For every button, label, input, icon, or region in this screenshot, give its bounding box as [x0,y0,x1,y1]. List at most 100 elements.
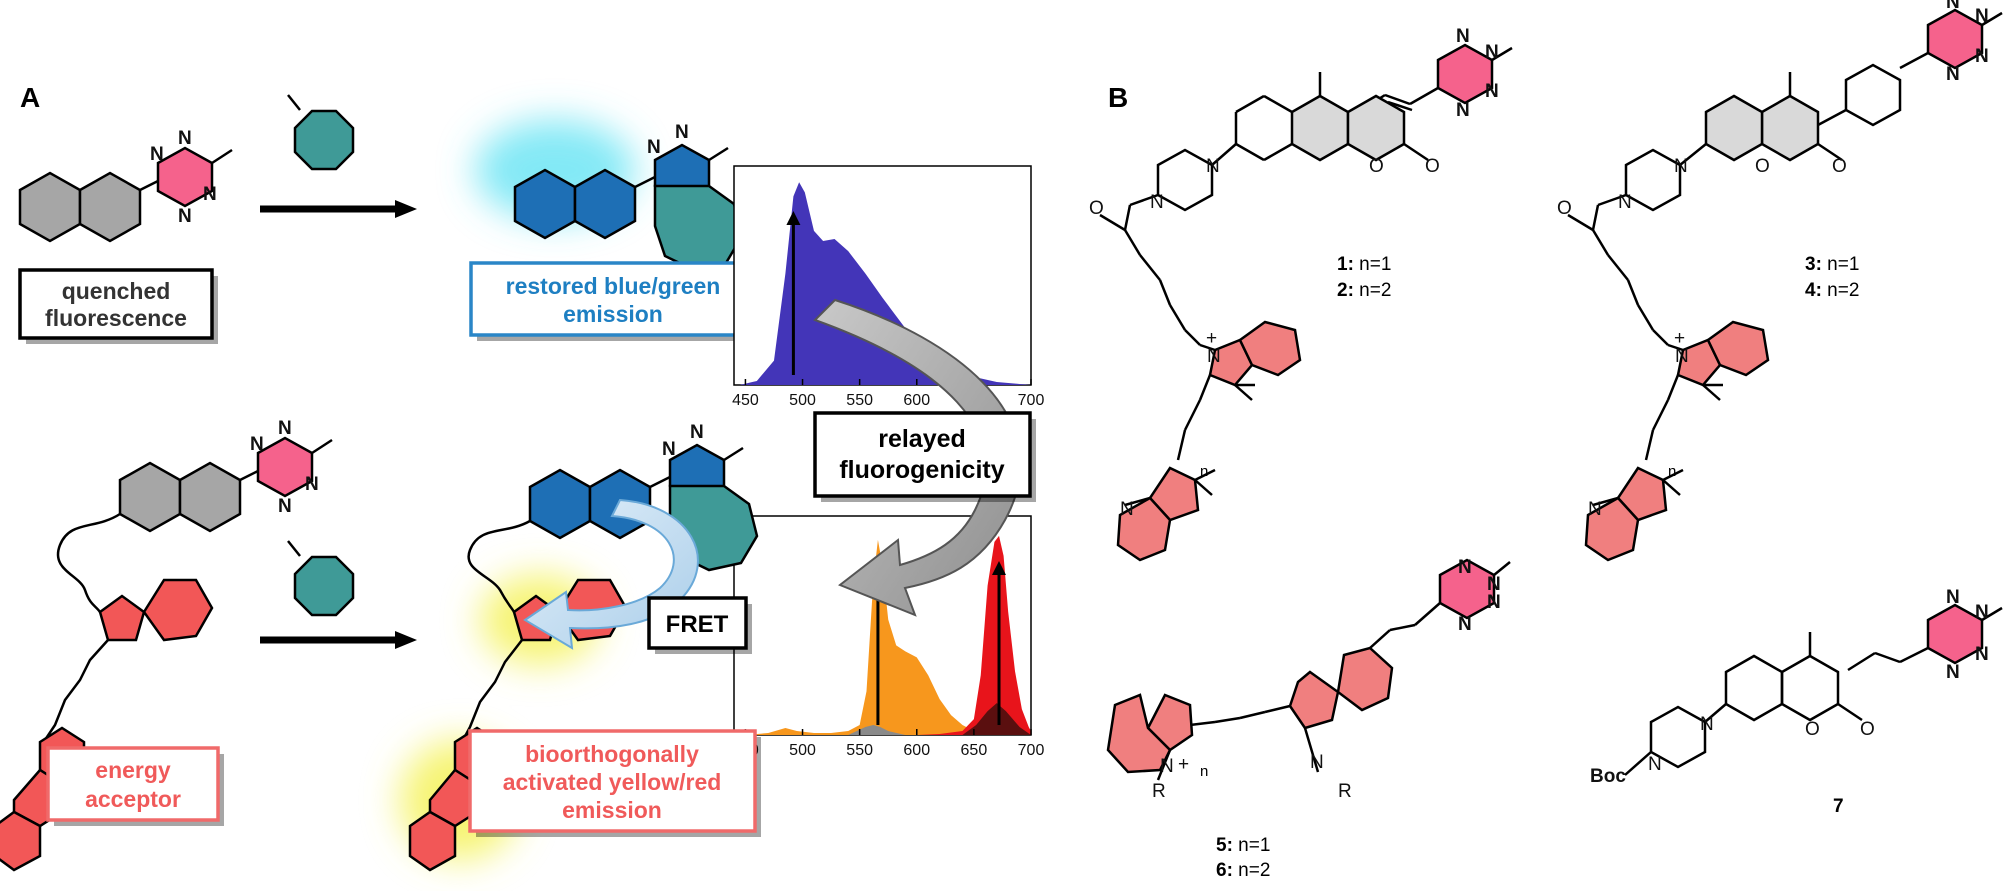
charge-plus: + [1674,328,1685,349]
tz-n: N [278,418,292,439]
tetrazine-1: N N N N [150,128,233,227]
cyclooctyne-2 [287,540,355,617]
compound-num: 1: [1337,254,1354,275]
tz-n: N [1946,587,1960,608]
compound-text: n=2 [1822,280,1860,301]
compound-5-6 [1106,558,1511,781]
pyridazine-n: N [662,439,676,460]
tz-n: N [1975,46,1989,67]
cyanine-1 [1116,320,1302,562]
compound-label-3: 3: n=1 [1805,254,1859,275]
tz-n: N [1975,644,1989,665]
spectrum-top: 450500550600650700 [732,165,1045,409]
reaction-arrowhead-2 [395,631,417,649]
x-tick-label: 450 [732,392,759,409]
acceptor-line1: energy [95,757,171,783]
fret-box: FRET [647,596,752,654]
cyclooctyne-1 [287,94,355,171]
restored-box: restored blue/green emission [469,261,762,341]
atom-n: N [1310,752,1324,773]
tz-n: N [1458,614,1472,635]
compound-num: 2: [1337,280,1354,301]
intensity-arrowhead [786,211,801,225]
charge-plus: + [1178,754,1189,775]
tz-n: N [1487,592,1501,613]
tz-n: N [305,474,319,495]
quenched-fluorophore [18,171,159,243]
atom-n: N [1618,192,1632,213]
restored-line1: restored blue/green [506,273,721,299]
atom-o: O [1755,156,1770,177]
compound-label-6: 6: n=2 [1216,860,1270,881]
cyanine-3 [1584,320,1770,562]
pyridazine-n: N [675,122,689,143]
quenched-line1: quenched [62,278,171,304]
tz-n: N [1485,81,1499,102]
compound-label-5: 5: n=1 [1216,835,1270,856]
fret-label: FRET [666,611,729,638]
repeat-n: n [1200,463,1208,480]
x-tick-label: 700 [1018,392,1045,409]
x-tick-label: 500 [789,392,816,409]
atom-r: R [1338,781,1352,802]
intensity-arrowhead [992,561,1007,575]
x-tick-label: 600 [903,742,930,759]
compound-label-2: 2: n=2 [1337,280,1391,301]
x-tick-label: 600 [903,392,930,409]
acceptor-line2: acceptor [85,786,181,812]
tz-n: N [1946,662,1960,683]
tz-n: N [1946,0,1960,13]
atom-n: N [1648,754,1662,775]
relayed-line1: relayed [878,425,966,453]
x-tick-label: 550 [846,392,873,409]
charge-plus: + [1206,328,1217,349]
atom-n: N [1206,156,1220,177]
emission-area-yellow [745,539,1031,735]
atom-r: R [1152,781,1166,802]
compound-label-7: 7 [1833,796,1844,817]
quenched-box: quenched fluorescence [18,268,218,344]
compound-num: 5: [1216,835,1233,856]
x-tick-label: 500 [789,742,816,759]
emission-area-gray [848,725,906,735]
tz-n: N [1975,602,1989,623]
relayed-line2: fluorogenicity [839,456,1004,484]
tz-n: N [1458,557,1472,578]
pyridazine-n: N [647,137,661,158]
pyridazine-n: N [690,422,704,443]
atom-n: N [1160,756,1174,777]
atom-n: N [1588,499,1602,520]
tz-n: N [1456,26,1470,47]
compound-num: 6: [1216,860,1233,881]
tz-n: N [1485,42,1499,63]
activated-line3: emission [562,797,662,823]
emission-area-blue [739,182,1031,385]
emission-area-dark [962,703,1031,735]
panel-b-label: B [1108,82,1128,113]
atom-o: O [1832,156,1847,177]
panel-a-label: A [20,82,40,113]
tz-n: N [1975,6,1989,27]
atom-n: N [1207,346,1221,367]
x-tick-label: 550 [846,742,873,759]
atom-o: O [1805,719,1820,740]
compound-text: n=2 [1233,860,1271,881]
tz-n: N [250,434,264,455]
atom-n: N [1675,346,1689,367]
x-tick-label: 650 [961,742,988,759]
compound-text: n=1 [1233,835,1271,856]
tz-n: N [150,144,164,165]
quenched-line2: fluorescence [45,305,187,331]
acceptor-box: energy acceptor [46,746,224,826]
tetrazine-2: N N N N [250,418,333,517]
tz-n: N [178,128,192,149]
compound-label-4: 4: n=2 [1805,280,1859,301]
compound-text: n=2 [1354,280,1392,301]
compound-num: 7 [1833,796,1844,817]
activated-box: bioorthogonally activated yellow/red emi… [468,729,761,837]
compound-num: 4: [1805,280,1822,301]
activated-line2: activated yellow/red [503,769,722,795]
atom-n: N [1120,499,1134,520]
compound-1-2 [1099,43,1513,352]
